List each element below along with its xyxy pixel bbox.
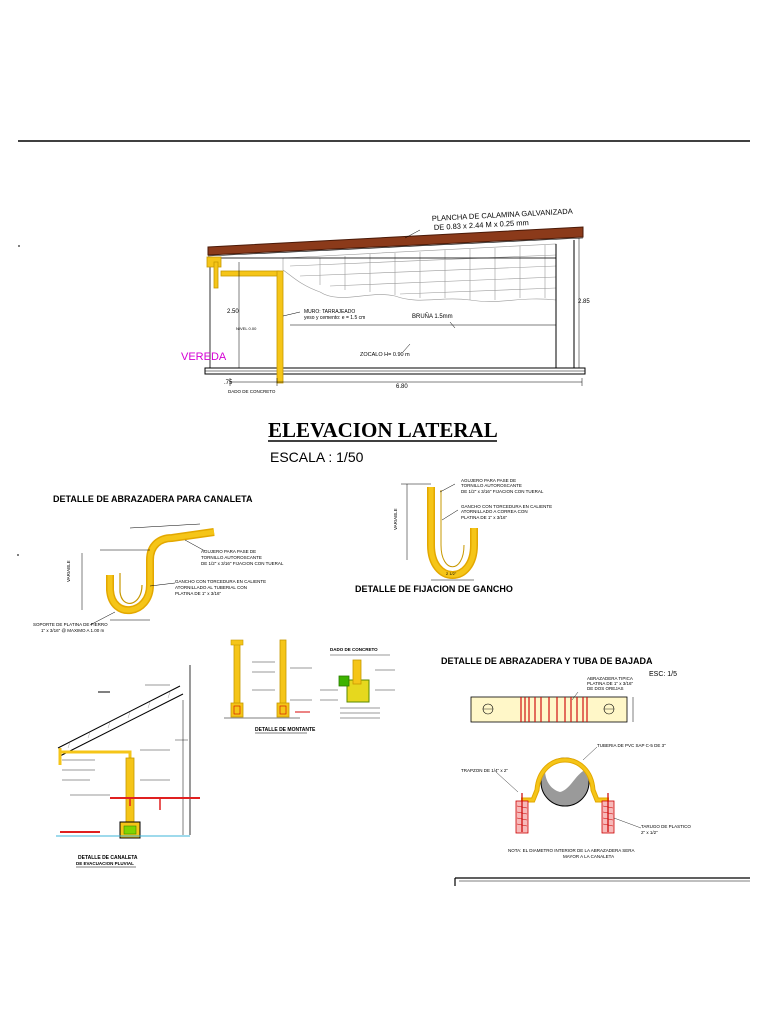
detail-tuba-title: DETALLE DE ABRAZADERA Y TUBA DE BAJADA [441, 656, 653, 666]
gancho-note-2b: ATORNILLADO A CORREA CON [461, 509, 528, 514]
final-note-1: NOTA: EL DIAMETRO INTERIOR DE LA ABRAZAD… [508, 848, 635, 853]
gancho-note-1b: TORNILLO AUTOROSCANTE [461, 483, 522, 488]
abrazadera-note-3: DE DOS OREJAS [587, 686, 624, 691]
tuberia-note: TUBERIA DE PVC SAP C-5 DE 3" [597, 743, 666, 748]
downpipe [206, 256, 284, 384]
detail-canaleta-title-1: DETALLE DE CANALETA [78, 855, 138, 861]
svg-text:VARIABLE: VARIABLE [393, 508, 398, 530]
muro-note-1: MURO: TARRAJEADO [304, 309, 355, 315]
dim-left-bottom: .75 [224, 380, 233, 386]
pipe-clamp-section-drawing [495, 746, 642, 834]
detail-canaleta-clamp-title: DETALLE DE ABRAZADERA PARA CANALETA [53, 494, 253, 504]
tornillo-note: TRAPZON DE 1/4" x 2" [461, 768, 508, 773]
detail-tuba-scale: ESC: 1/5 [649, 671, 677, 678]
detail-montante-title: DETALLE DE MONTANTE [255, 727, 316, 733]
canaleta-note-3b: 1" x 3/16" @ MAXIMO A 1.00 m [41, 628, 105, 633]
bruna-note: BRUÑA 1.5mm [412, 313, 453, 320]
detail-canaleta-title-2: DE EVACUACION PLUVIAL [76, 861, 134, 866]
gancho-note-2a: GANCHO CON TORCEDURA EN CALIENTE [461, 504, 552, 509]
canaleta-note-1a: AGUJERO PARA PASE DE [201, 549, 256, 554]
brick-wall [282, 243, 557, 302]
canaleta-note-1b: TORNILLO AUTOROSCANTE [201, 555, 262, 560]
gancho-drawing: VARIABLE 2 1/2" [393, 483, 478, 581]
dim-length: 6.80 [396, 384, 408, 390]
abrazadera-note-2: PLATINA DE 1" x 3/16" [587, 681, 634, 686]
canaleta-clamp-drawing: VARIABLE [66, 523, 215, 626]
detail-gancho-title: DETALLE DE FIJACION DE GANCHO [355, 584, 513, 594]
gancho-note-1a: AGUJERO PARA PASE DE [461, 478, 516, 483]
zocalo-note: ZOCALO H= 0.90 m [360, 352, 410, 358]
canaleta-note-2a: GANCHO CON TORCEDURA EN CALIENTE [175, 579, 266, 584]
dado-note: DADO DE CONCRETO [228, 389, 276, 394]
canaleta-note-2c: PLATINA DE 1" x 3/16" [175, 591, 222, 596]
canaleta-note-2b: ATORNILLADO AL TUBERIAL CON [175, 585, 247, 590]
sheet-bottom-frame [454, 877, 750, 886]
canaleta-note-1c: DE 1/2" x 3/16" FIJACION CON TUERAL [201, 561, 284, 566]
canaleta-note-3a: SOPORTE DE PLATINA DE FIERRO [33, 622, 108, 627]
final-note-2: MAYOR A LA CANALETA [563, 854, 614, 859]
gancho-note-2c: PLATINA DE 1" x 3/16" [461, 515, 508, 520]
vereda-label: VEREDA [181, 351, 227, 363]
montante-drawing [224, 639, 395, 719]
dim-height-left: 2.50 [227, 309, 239, 315]
tarugo-note-2: 2" x 1/2" [641, 830, 658, 835]
svg-text:NIVEL 0.00: NIVEL 0.00 [236, 326, 257, 331]
roof [207, 226, 584, 256]
page-title: ELEVACION LATERAL [268, 418, 498, 442]
canaleta-section-drawing [56, 665, 200, 839]
abrazadera-plan-drawing [470, 691, 634, 723]
svg-text:VARIABLE: VARIABLE [66, 560, 71, 582]
dim-height-right: 2.85 [578, 299, 590, 305]
muro-note-2: yeso y cemento: e = 1.5 cm [304, 315, 365, 321]
scale-label: ESCALA : 1/50 [270, 449, 364, 465]
dado-concreto-title: DADO DE CONCRETO [330, 647, 378, 652]
svg-text:2 1/2": 2 1/2" [446, 571, 457, 576]
elevation-drawing: NIVEL 0.00 [204, 226, 586, 386]
tarugo-note-1: TARUGO DE PLASTICO [641, 824, 691, 829]
abrazadera-note-1: ABRAZADERA TIPICA [587, 676, 633, 681]
gancho-note-1c: DE 1/2" x 3/16" FIJACION CON TUERAL [461, 489, 544, 494]
